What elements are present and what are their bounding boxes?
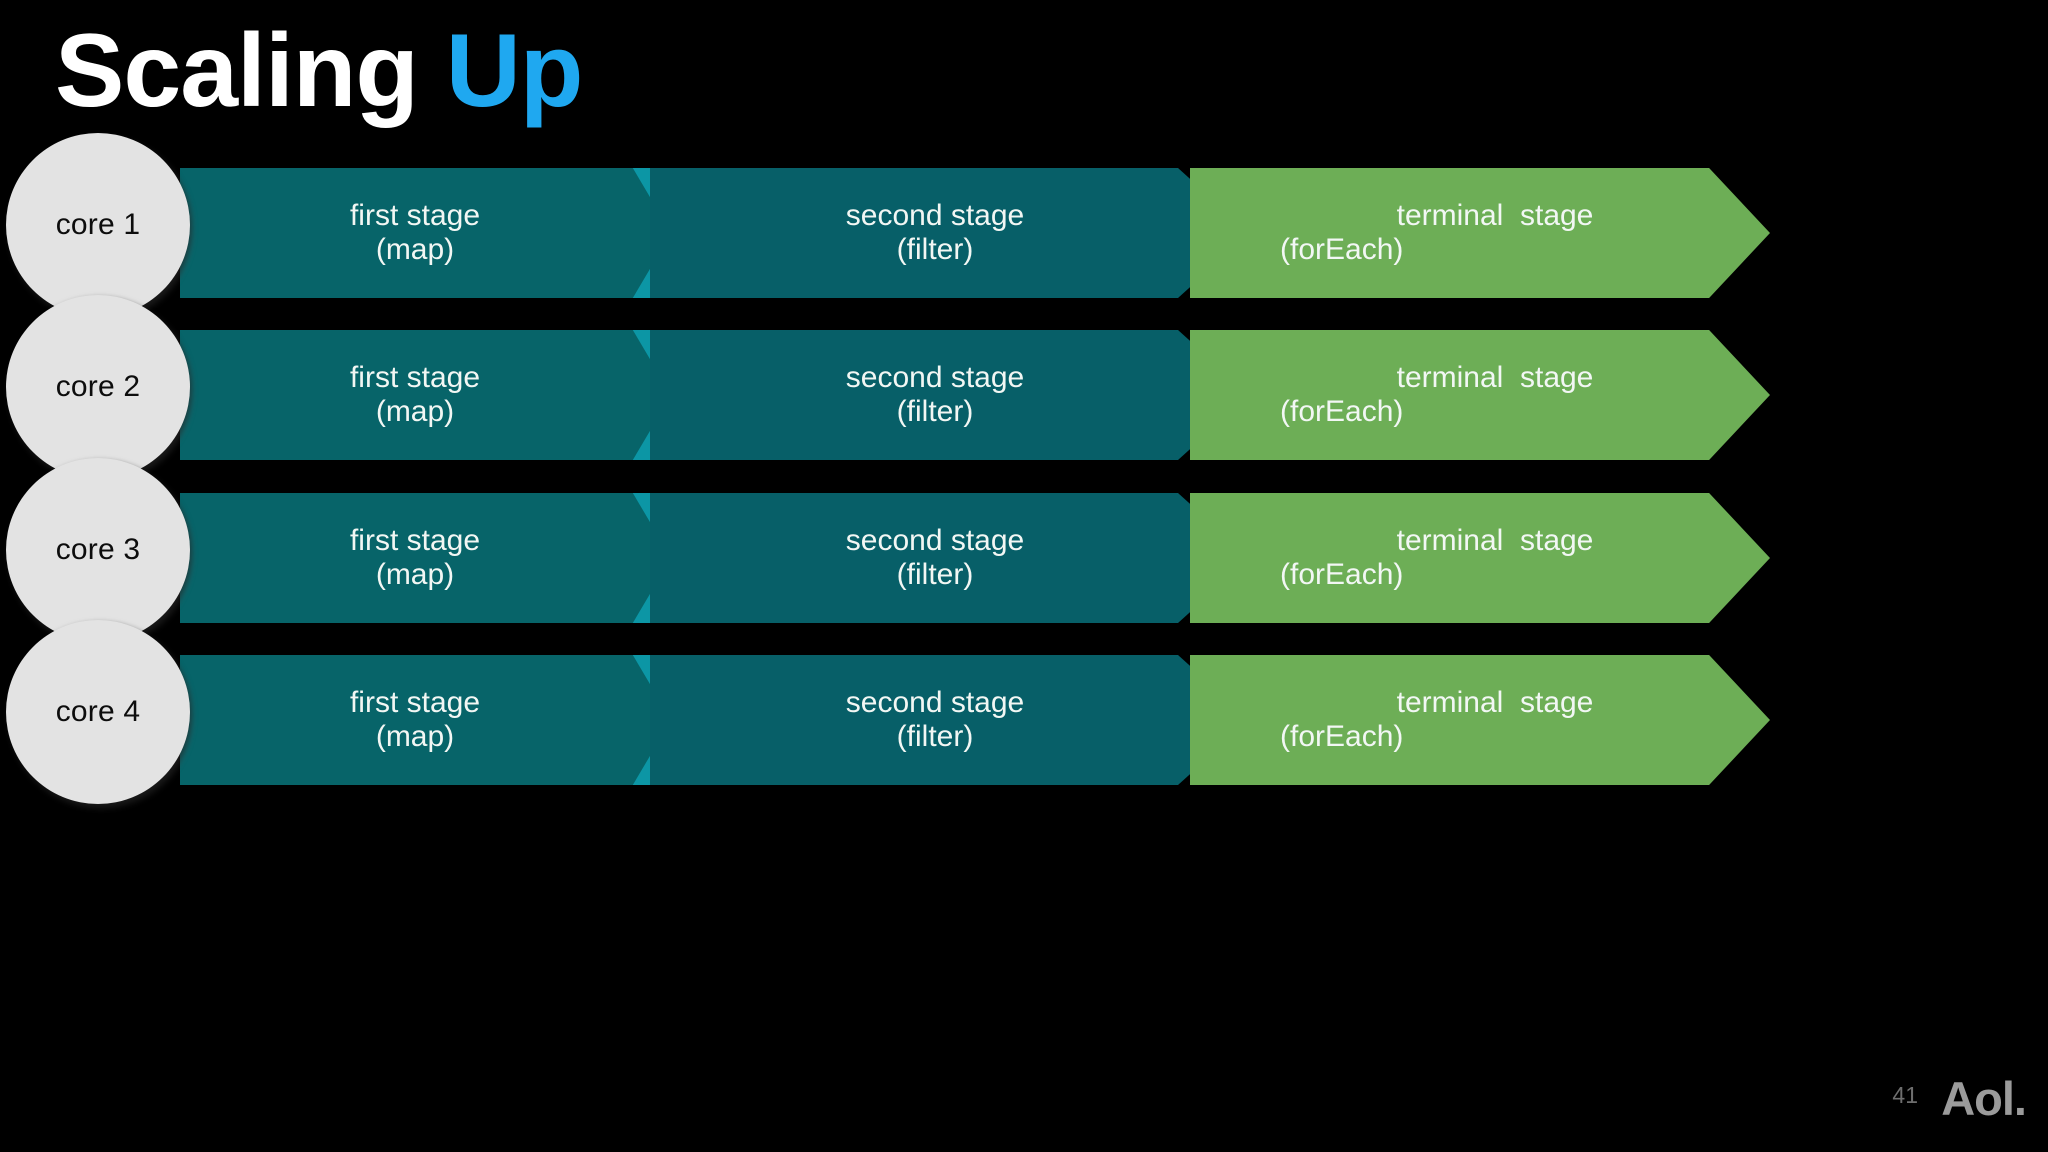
page-number: 41 — [1892, 1082, 1918, 1108]
stage-segment-first[interactable] — [180, 168, 650, 298]
stage-segment-terminal[interactable] — [1190, 655, 1770, 785]
stage-segment-terminal[interactable] — [1190, 168, 1770, 298]
core-circle[interactable]: core 1 — [6, 133, 190, 317]
core-circle[interactable]: core 4 — [6, 620, 190, 804]
core-circle[interactable]: core 3 — [6, 458, 190, 642]
stage-bar: first stage(map)second stage(filter)term… — [180, 330, 1770, 460]
core-label: core 1 — [55, 208, 141, 241]
core-label: core 4 — [55, 695, 141, 728]
stage-bar: first stage(map)second stage(filter)term… — [180, 493, 1770, 623]
core-label: core 3 — [55, 533, 141, 566]
core-circle[interactable]: core 2 — [6, 295, 190, 479]
stage-segment-terminal[interactable] — [1190, 330, 1770, 460]
brand-logo: Aol. — [1941, 1072, 2027, 1125]
page-title-accent: Up — [445, 13, 584, 129]
page-title: Scaling Up — [55, 13, 584, 129]
stage-bar: first stage(map)second stage(filter)term… — [180, 655, 1770, 785]
stage-segment-second[interactable] — [650, 168, 1250, 298]
stage-segment-second[interactable] — [650, 493, 1250, 623]
stage-segment-first[interactable] — [180, 330, 650, 460]
page-title-main: Scaling — [55, 13, 446, 129]
core-label: core 2 — [55, 370, 141, 403]
stage-segment-first[interactable] — [180, 493, 650, 623]
stage-segment-second[interactable] — [650, 655, 1250, 785]
stage-segment-second[interactable] — [650, 330, 1250, 460]
stage-segment-first[interactable] — [180, 655, 650, 785]
stage-segment-terminal[interactable] — [1190, 493, 1770, 623]
stage-bar: first stage(map)second stage(filter)term… — [180, 168, 1770, 298]
